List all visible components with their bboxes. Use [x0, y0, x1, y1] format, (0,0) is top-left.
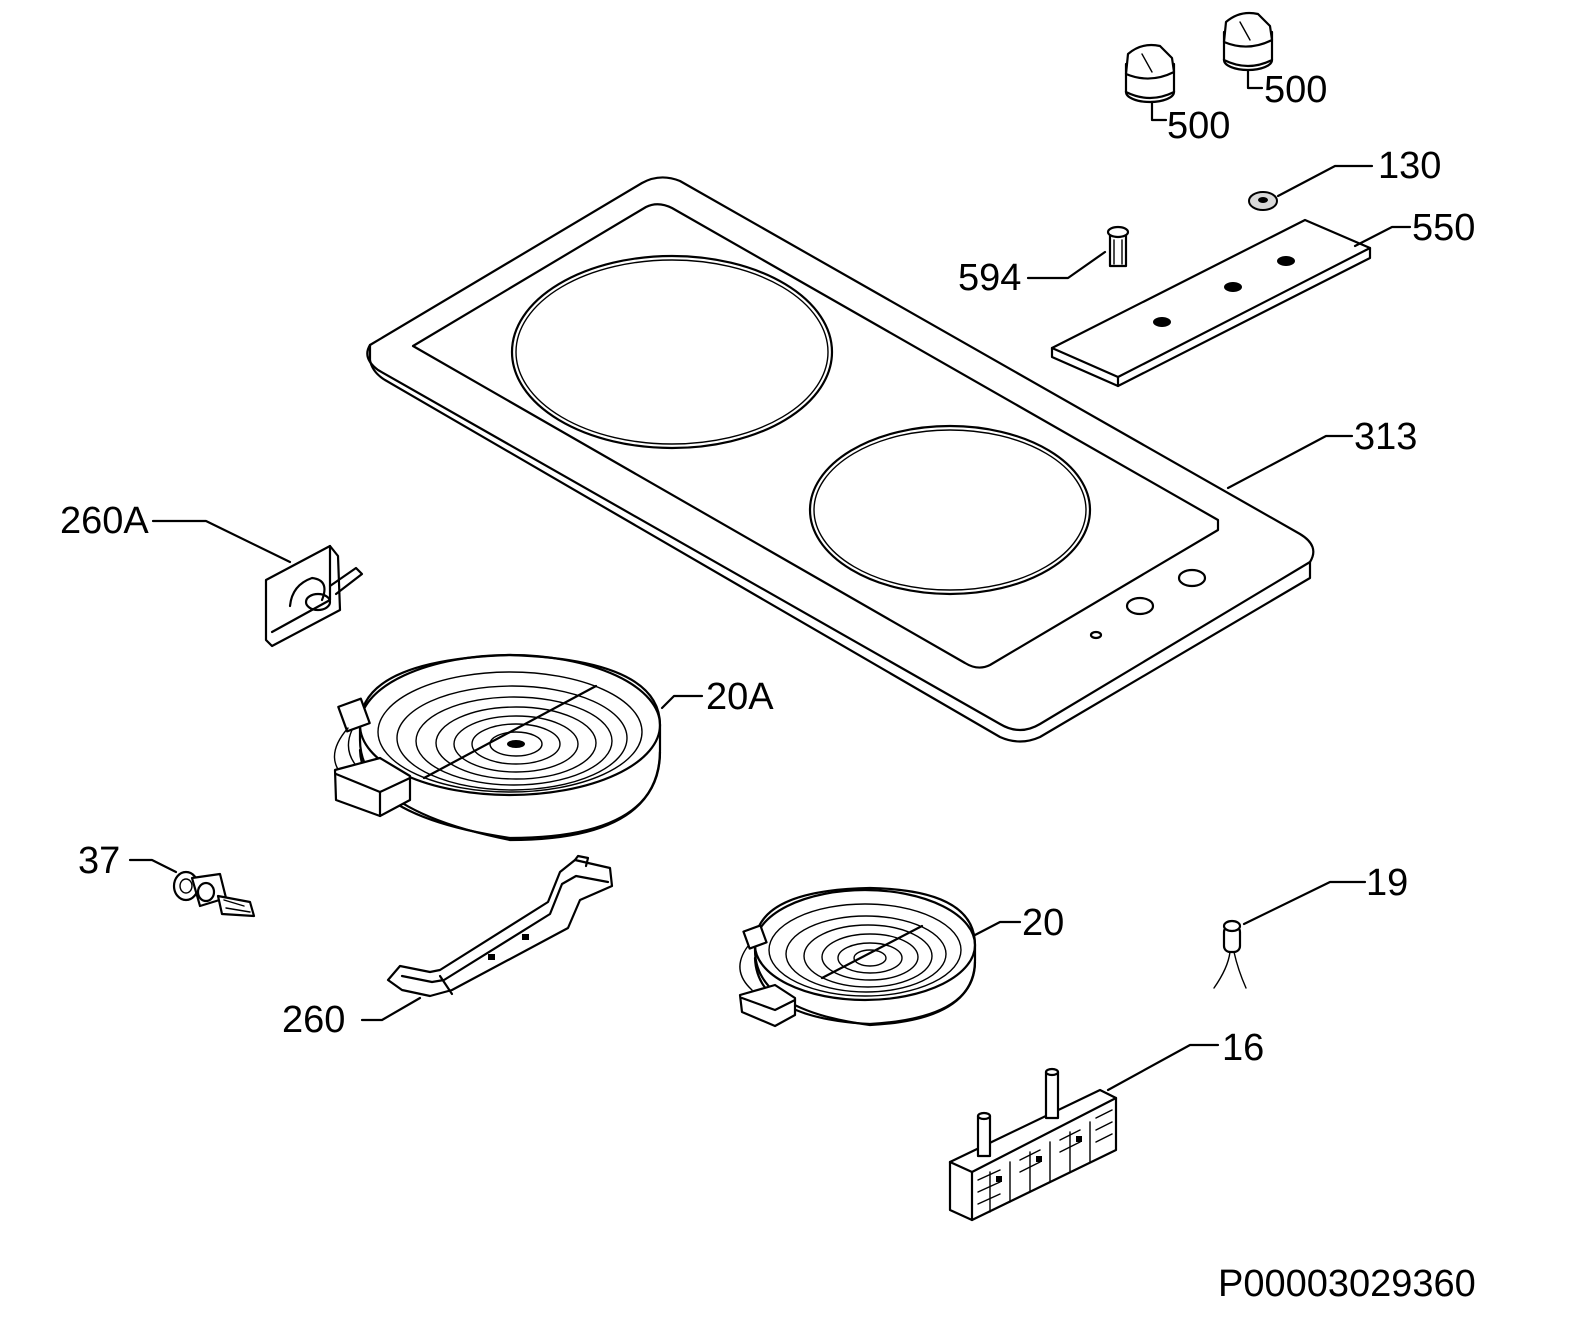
label-260A: 260A	[60, 500, 149, 542]
label-16: 16	[1222, 1027, 1264, 1069]
knob-part-500-right[interactable]	[1222, 11, 1274, 72]
heating-element-part-20A[interactable]	[333, 653, 662, 842]
label-500-left: 500	[1167, 105, 1230, 147]
control-strip-part-550[interactable]	[1050, 218, 1372, 388]
label-37: 37	[78, 840, 120, 882]
bracket-part-260A[interactable]	[264, 544, 364, 648]
label-260: 260	[282, 999, 345, 1041]
label-130: 130	[1378, 145, 1441, 187]
drawing-code: P00003029360	[1218, 1263, 1476, 1305]
heating-element-part-20[interactable]	[738, 886, 977, 1028]
bracket-part-260[interactable]	[386, 854, 614, 998]
label-19: 19	[1366, 862, 1408, 904]
label-550: 550	[1412, 207, 1475, 249]
knob-part-500-left[interactable]	[1124, 43, 1176, 104]
hob-glass-part-313[interactable]	[366, 176, 1315, 743]
switch-block-part-16[interactable]	[948, 1067, 1118, 1222]
label-594: 594	[958, 257, 1021, 299]
connector-part-37[interactable]	[172, 870, 256, 918]
label-20A: 20A	[706, 676, 774, 718]
label-313: 313	[1354, 416, 1417, 458]
label-500-right: 500	[1264, 69, 1327, 111]
sensor-part-19[interactable]	[1213, 919, 1247, 989]
label-20: 20	[1022, 902, 1064, 944]
nut-part-130[interactable]	[1248, 191, 1278, 211]
pin-part-594[interactable]	[1106, 225, 1130, 268]
